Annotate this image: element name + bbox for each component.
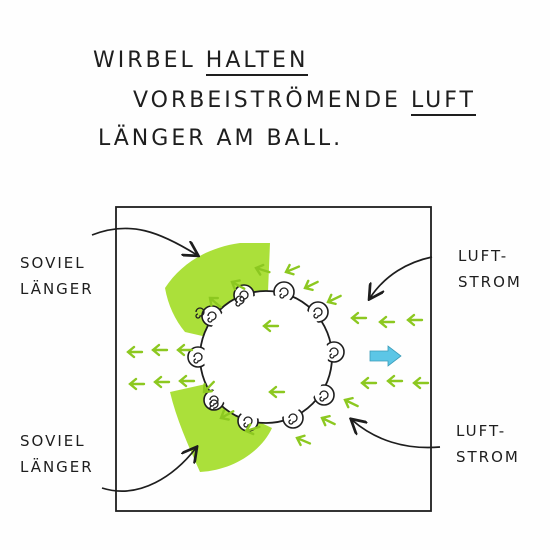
label-line: LÄNGER [20,458,94,476]
airflow-arrow-icon [295,434,312,447]
swirl-icon [235,295,245,307]
airflow-arrow-icon [151,343,169,357]
label-soviel-laenger-top: SOVIEL LÄNGER [20,250,94,302]
label-soviel-laenger-bottom: SOVIEL LÄNGER [20,428,94,480]
airflow-arrow-icon [178,374,196,388]
swirl-icon [279,287,289,299]
airflow-arrow-icon [326,293,342,306]
airflow-arrow-icon [202,380,215,394]
airflow-arrow-icon [176,343,194,357]
airflow-arrow-icon [360,376,378,390]
title-line-1-text: WIRBEL [93,48,206,73]
callout-arrow-luft-bottom [352,420,441,449]
title-line-2: VORBEISTRÖMENDE LUFT [133,88,476,116]
title-line-1: WIRBEL HALTEN [93,48,309,76]
motion-arrow-icon [369,345,402,367]
title-underlined-halten: HALTEN [205,48,309,76]
vortex-ring [187,281,345,432]
swirl-icon [207,311,217,323]
label-line: SOVIEL [20,432,86,450]
swirl-icon [209,395,219,407]
swirl-icon [209,399,219,411]
title-line-2-text: VORBEISTRÖMENDE [133,88,411,113]
swirl-icon [195,307,205,319]
airflow-arrow-icon [126,345,144,359]
label-line: LUFT- [456,422,507,440]
airflow-arrow-icon [244,423,261,436]
callout-arrow-luft-top [370,256,433,298]
label-line: LUFT- [458,247,509,265]
label-luftstrom-top: LUFT- STROM [458,243,522,295]
airflow-arrow-icon [153,375,171,389]
swirl-icon [313,307,323,319]
airflow-arrow-icon [254,263,271,276]
swirl-icon [329,347,339,359]
airflow-arrows [126,263,430,447]
frame-box [115,206,432,512]
title-underlined-luft: LUFT [410,88,476,116]
airflow-arrow-icon [128,377,146,391]
airflow-arrow-icon [303,279,319,292]
callout-arrow-soviel-top [91,227,197,255]
label-line: STROM [456,448,520,466]
airflow-arrow-icon [343,396,359,409]
label-line: LÄNGER [20,280,94,298]
airflow-arrow-icon [406,313,424,327]
swirl-icon [288,413,298,425]
title-line-3: LÄNGER AM BALL. [98,126,344,151]
airflow-arrow-icon [219,409,235,421]
airflow-arrow-icon [268,385,286,399]
airflow-arrow-icon [386,374,404,388]
airflow-arrow-icon [284,263,301,276]
label-luftstrom-bottom: LUFT- STROM [456,418,520,470]
airflow-arrow-icon [208,296,222,309]
swirl-icon [239,290,249,302]
callout-arrow-soviel-bottom [101,448,196,492]
swirl-icon [193,352,203,364]
airflow-arrow-icon [350,311,368,325]
airflow-arrow-icon [378,315,396,329]
label-line: STROM [458,273,522,291]
airflow-arrow-icon [262,319,280,333]
label-line: SOVIEL [20,254,86,272]
swirl-icon [319,390,329,402]
airflow-arrow-icon [320,414,336,427]
airflow-arrow-icon [230,279,246,291]
airflow-arrow-icon [412,376,430,390]
